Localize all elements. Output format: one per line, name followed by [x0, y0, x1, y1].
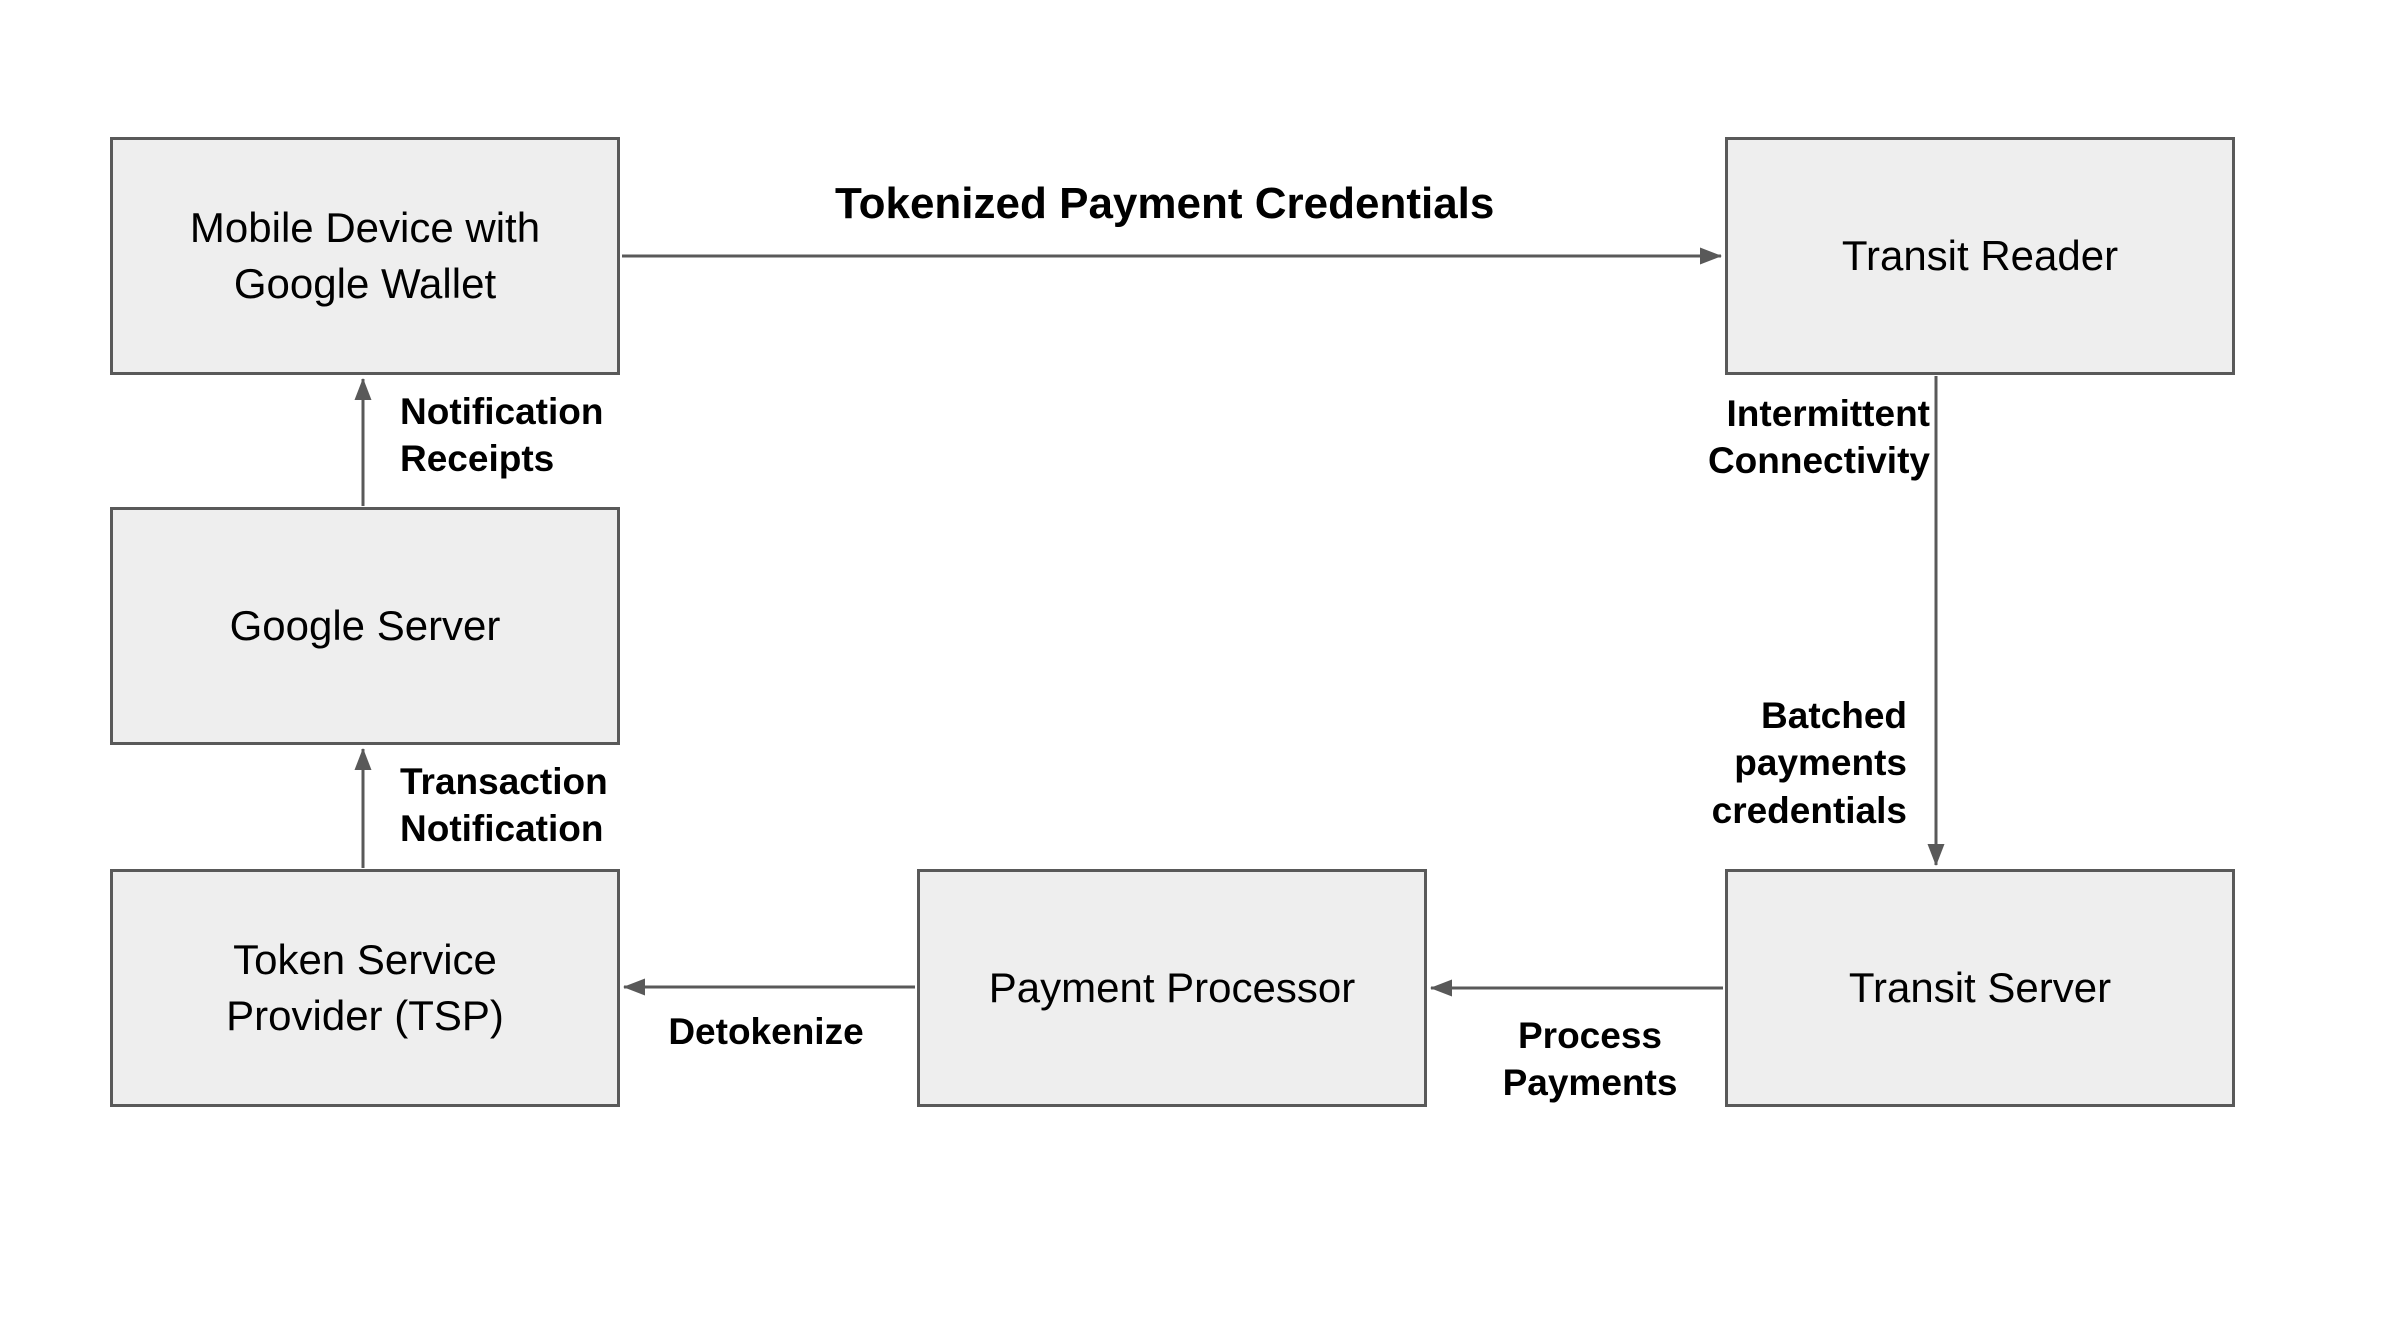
node-transit-reader: Transit Reader: [1725, 137, 2235, 375]
node-mobile-device: Mobile Device with Google Wallet: [110, 137, 620, 375]
node-transit-server-label: Transit Server: [1848, 964, 2112, 1012]
edge-label-intermittent-connectivity: Intermittent Connectivity: [1707, 393, 1930, 482]
edge-label-batched-payments-credentials: Batched payments credentials: [1711, 695, 1907, 831]
node-payment-processor-label: Payment Processor: [988, 964, 1356, 1012]
edge-label-notification-receipts: Notification Receipts: [400, 391, 604, 480]
node-google-server: Google Server: [110, 507, 620, 745]
node-token-service-provider-label: Token Service Provider (TSP): [226, 936, 504, 1039]
node-payment-processor: Payment Processor: [917, 869, 1427, 1107]
edge-label-transaction-notification: Transaction Notification: [400, 761, 608, 850]
edge-label-process-payments: Process Payments: [1502, 1015, 1678, 1104]
node-mobile-device-label: Mobile Device with Google Wallet: [189, 204, 541, 307]
node-transit-server: Transit Server: [1725, 869, 2235, 1107]
node-transit-reader-label: Transit Reader: [1841, 232, 2119, 280]
edge-label-tokenized-payment-credentials: Tokenized Payment Credentials: [835, 179, 1495, 228]
node-google-server-label: Google Server: [229, 602, 501, 650]
edge-label-detokenize: Detokenize: [668, 1011, 864, 1052]
node-token-service-provider: Token Service Provider (TSP): [110, 869, 620, 1107]
